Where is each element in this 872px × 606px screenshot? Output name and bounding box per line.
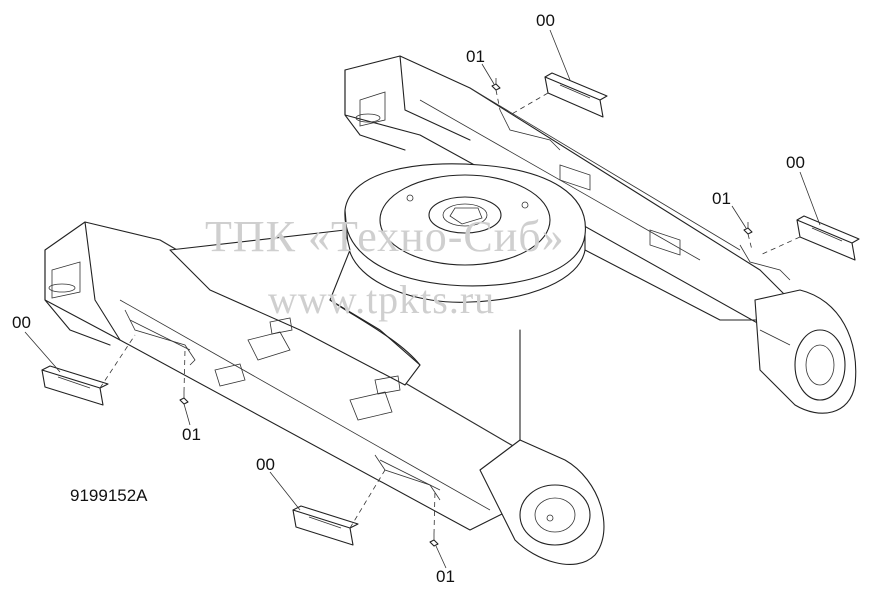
step-part-bottom: [292, 505, 359, 546]
bracket-right-rear: [739, 244, 791, 281]
front-end-lug: [479, 439, 605, 565]
assembly-line-top-bolt: [495, 89, 501, 111]
assembly-line-left-bolt: [183, 349, 186, 393]
bracket-left-front: [124, 309, 196, 366]
right-end-lug: [754, 289, 857, 414]
step-part-right: [796, 215, 860, 261]
bolt-right: [743, 222, 753, 235]
callout-right-step: 00: [786, 153, 805, 172]
bracket-right-front: [499, 109, 561, 151]
center-turntable: [344, 163, 586, 303]
step-part-left: [41, 365, 109, 406]
bolt-left: [179, 392, 189, 405]
leader-top-bolt: [481, 63, 495, 85]
assembly-line-top-step: [509, 92, 549, 116]
callout-bottom-bolt: 01: [436, 567, 455, 586]
assembly-line-right-bolt: [747, 233, 753, 251]
leader-left-step: [24, 331, 61, 373]
assembly-line-left-step: [99, 334, 136, 389]
leader-right-step: [799, 171, 821, 226]
cross-frame-body: [169, 229, 761, 471]
right-side-frame: [344, 55, 801, 331]
leader-bottom-bolt: [435, 545, 447, 569]
leader-top-step: [549, 29, 571, 81]
callout-right-bolt: 01: [712, 189, 731, 208]
watermark-company: ТПК «Техно-Сиб»: [205, 212, 565, 261]
leader-left-bolt: [183, 403, 191, 426]
assembly-line-right-step: [759, 236, 801, 256]
callout-left-step: 00: [12, 313, 31, 332]
assembly-line-bottom-step: [349, 469, 386, 529]
callout-bottom-step: 00: [256, 455, 275, 474]
watermark-url: www.tpkts.ru: [268, 277, 496, 322]
drawing-code: 9199152A: [70, 486, 148, 505]
callout-top-step: 00: [536, 11, 555, 30]
bolt-bottom: [429, 534, 439, 547]
callout-left-bolt: 01: [182, 425, 201, 444]
callout-top-bolt: 01: [466, 47, 485, 66]
step-part-top: [544, 72, 608, 118]
bolt-top: [491, 78, 501, 91]
bracket-left-rear: [374, 454, 441, 501]
leader-right-bolt: [731, 205, 747, 229]
assembly-line-bottom-bolt: [433, 489, 436, 535]
leader-bottom-step: [269, 471, 301, 511]
